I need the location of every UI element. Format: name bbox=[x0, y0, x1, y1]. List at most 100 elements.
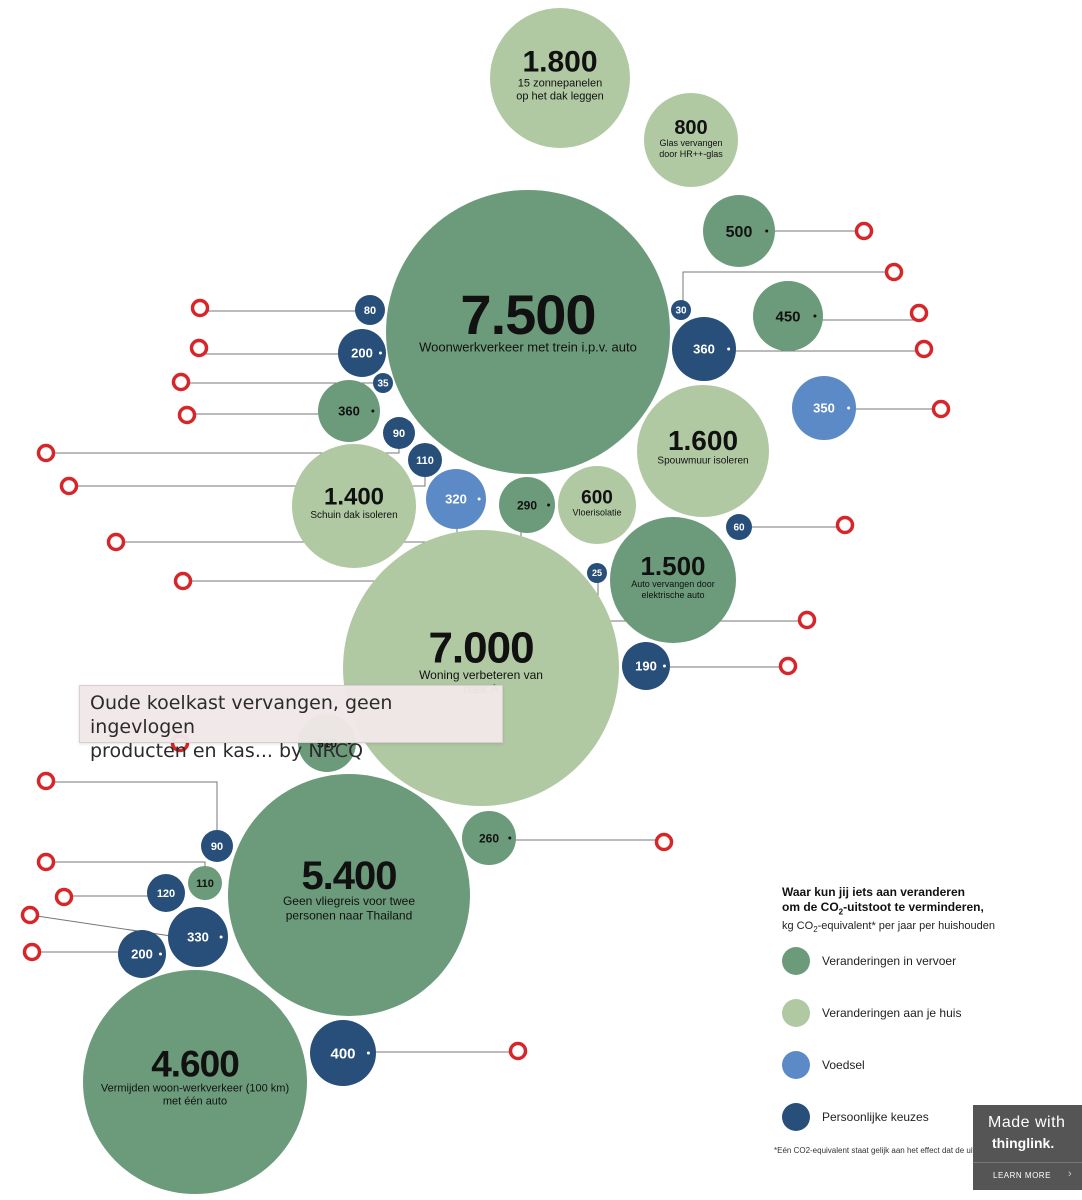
bubble-value: 360 bbox=[693, 342, 715, 357]
bubble-circle bbox=[703, 195, 775, 267]
bubble-circle bbox=[310, 1020, 376, 1086]
legend: Waar kun jij iets aan veranderen om de C… bbox=[782, 885, 1082, 1131]
bubble-circle bbox=[408, 443, 442, 477]
hotspot-marker[interactable] bbox=[36, 443, 56, 463]
hotspot-marker[interactable] bbox=[914, 339, 934, 359]
bubble-circle bbox=[355, 295, 385, 325]
hotspot-marker[interactable] bbox=[20, 905, 40, 925]
bubble-value: 1.400 bbox=[324, 484, 384, 511]
bubble-personal: 90 bbox=[383, 417, 415, 449]
bubble-circle bbox=[753, 281, 823, 351]
bubble-circle bbox=[292, 444, 416, 568]
bubble-value: 90 bbox=[393, 428, 405, 440]
bubble-circle bbox=[792, 376, 856, 440]
hotspot-marker[interactable] bbox=[177, 405, 197, 425]
hotspot-marker[interactable] bbox=[22, 942, 42, 962]
legend-swatch-food bbox=[782, 1051, 810, 1079]
bubble-circle bbox=[383, 417, 415, 449]
bubble-circle bbox=[610, 517, 736, 643]
hotspot-marker[interactable] bbox=[854, 221, 874, 241]
anchor-dot bbox=[847, 406, 851, 410]
hotspot-marker[interactable] bbox=[931, 399, 951, 419]
bubble-circle bbox=[147, 874, 185, 912]
bubble-personal: 120 bbox=[147, 874, 185, 912]
connector-line bbox=[682, 271, 894, 305]
bubble-value: 400 bbox=[330, 1045, 355, 1062]
legend-label-personal: Persoonlijke keuzes bbox=[822, 1110, 929, 1124]
tooltip-line-2: producten en kas... by NRCQ bbox=[90, 740, 364, 762]
bubble-value: 260 bbox=[479, 831, 499, 845]
bubble-personal: 35 bbox=[373, 373, 393, 393]
legend-label-food: Voedsel bbox=[822, 1058, 865, 1072]
bubble-value: 1.600 bbox=[668, 425, 738, 456]
tooltip-line-1: Oude koelkast vervangen, geen ingevlogen bbox=[90, 692, 393, 738]
hotspot-marker[interactable] bbox=[189, 338, 209, 358]
bubble-personal: 200 bbox=[118, 930, 166, 978]
hotspot-marker[interactable] bbox=[54, 887, 74, 907]
thinglink-badge[interactable]: Made with thinglink. LEARN MORE › bbox=[973, 1105, 1082, 1190]
hotspot-marker[interactable] bbox=[59, 476, 79, 496]
bubble-circle bbox=[201, 830, 233, 862]
bubble-circle bbox=[118, 930, 166, 978]
bubble-label: Vloerisolatie bbox=[572, 508, 621, 518]
anchor-dot bbox=[371, 409, 375, 413]
bubble-circle bbox=[168, 907, 228, 967]
bubble-label: Schuin dak isoleren bbox=[310, 510, 397, 521]
anchor-dot bbox=[813, 314, 817, 318]
bubble-food: 320 bbox=[426, 469, 486, 529]
hotspot-marker[interactable] bbox=[36, 771, 56, 791]
bubble-circle bbox=[386, 190, 670, 474]
anchor-dot bbox=[158, 952, 162, 956]
bubble-circle bbox=[587, 563, 607, 583]
hotspot-marker[interactable] bbox=[190, 298, 210, 318]
hotspot-marker[interactable] bbox=[797, 610, 817, 630]
legend-footnote: *Eén CO2-equivalent staat gelijk aan het… bbox=[774, 1146, 1064, 1155]
legend-item-transport: Veranderingen in vervoer bbox=[782, 946, 956, 976]
bubble-value: 110 bbox=[196, 878, 214, 890]
hotspot-marker[interactable] bbox=[171, 372, 191, 392]
hotspot-marker[interactable] bbox=[778, 656, 798, 676]
badge-learn-more[interactable]: LEARN MORE bbox=[993, 1171, 1051, 1180]
bubble-value: 7.000 bbox=[428, 624, 533, 673]
hotspot-marker[interactable] bbox=[173, 571, 193, 591]
bubble-circle bbox=[499, 477, 555, 533]
hotspot-marker[interactable] bbox=[508, 1041, 528, 1061]
hotspot-marker[interactable] bbox=[654, 832, 674, 852]
bubble-value: 1.800 bbox=[522, 46, 597, 79]
legend-label-transport: Veranderingen in vervoer bbox=[822, 954, 957, 968]
bubble-label: Spouwmuur isoleren bbox=[657, 456, 748, 467]
anchor-dot bbox=[508, 836, 512, 840]
bubble-value: 30 bbox=[675, 306, 687, 317]
bubble-value: 350 bbox=[813, 401, 835, 416]
legend-swatch-house bbox=[782, 999, 810, 1027]
bubble-personal: 360 bbox=[672, 317, 736, 381]
bubble-personal: 25 bbox=[587, 563, 607, 583]
hotspot-marker[interactable] bbox=[884, 262, 904, 282]
hotspot-marker[interactable] bbox=[36, 852, 56, 872]
bubble-transport: 450 bbox=[753, 281, 823, 351]
legend-swatch-transport bbox=[782, 947, 810, 975]
bubble-circle bbox=[672, 317, 736, 381]
hotspot-marker[interactable] bbox=[106, 532, 126, 552]
anchor-dot bbox=[727, 347, 731, 351]
bubble-personal: 110 bbox=[408, 443, 442, 477]
bubble-value: 600 bbox=[581, 487, 613, 508]
hotspot-marker[interactable] bbox=[835, 515, 855, 535]
bubble-circle bbox=[318, 380, 380, 442]
bubble-transport: 500 bbox=[703, 195, 775, 267]
bubble-circle bbox=[462, 811, 516, 865]
bubble-value: 360 bbox=[338, 404, 360, 419]
legend-item-personal: Persoonlijke keuzes bbox=[782, 1102, 929, 1132]
anchor-dot bbox=[378, 351, 382, 355]
hotspot-marker[interactable] bbox=[909, 303, 929, 323]
bubble-circle bbox=[228, 774, 470, 1016]
bubble-circle bbox=[637, 385, 769, 517]
